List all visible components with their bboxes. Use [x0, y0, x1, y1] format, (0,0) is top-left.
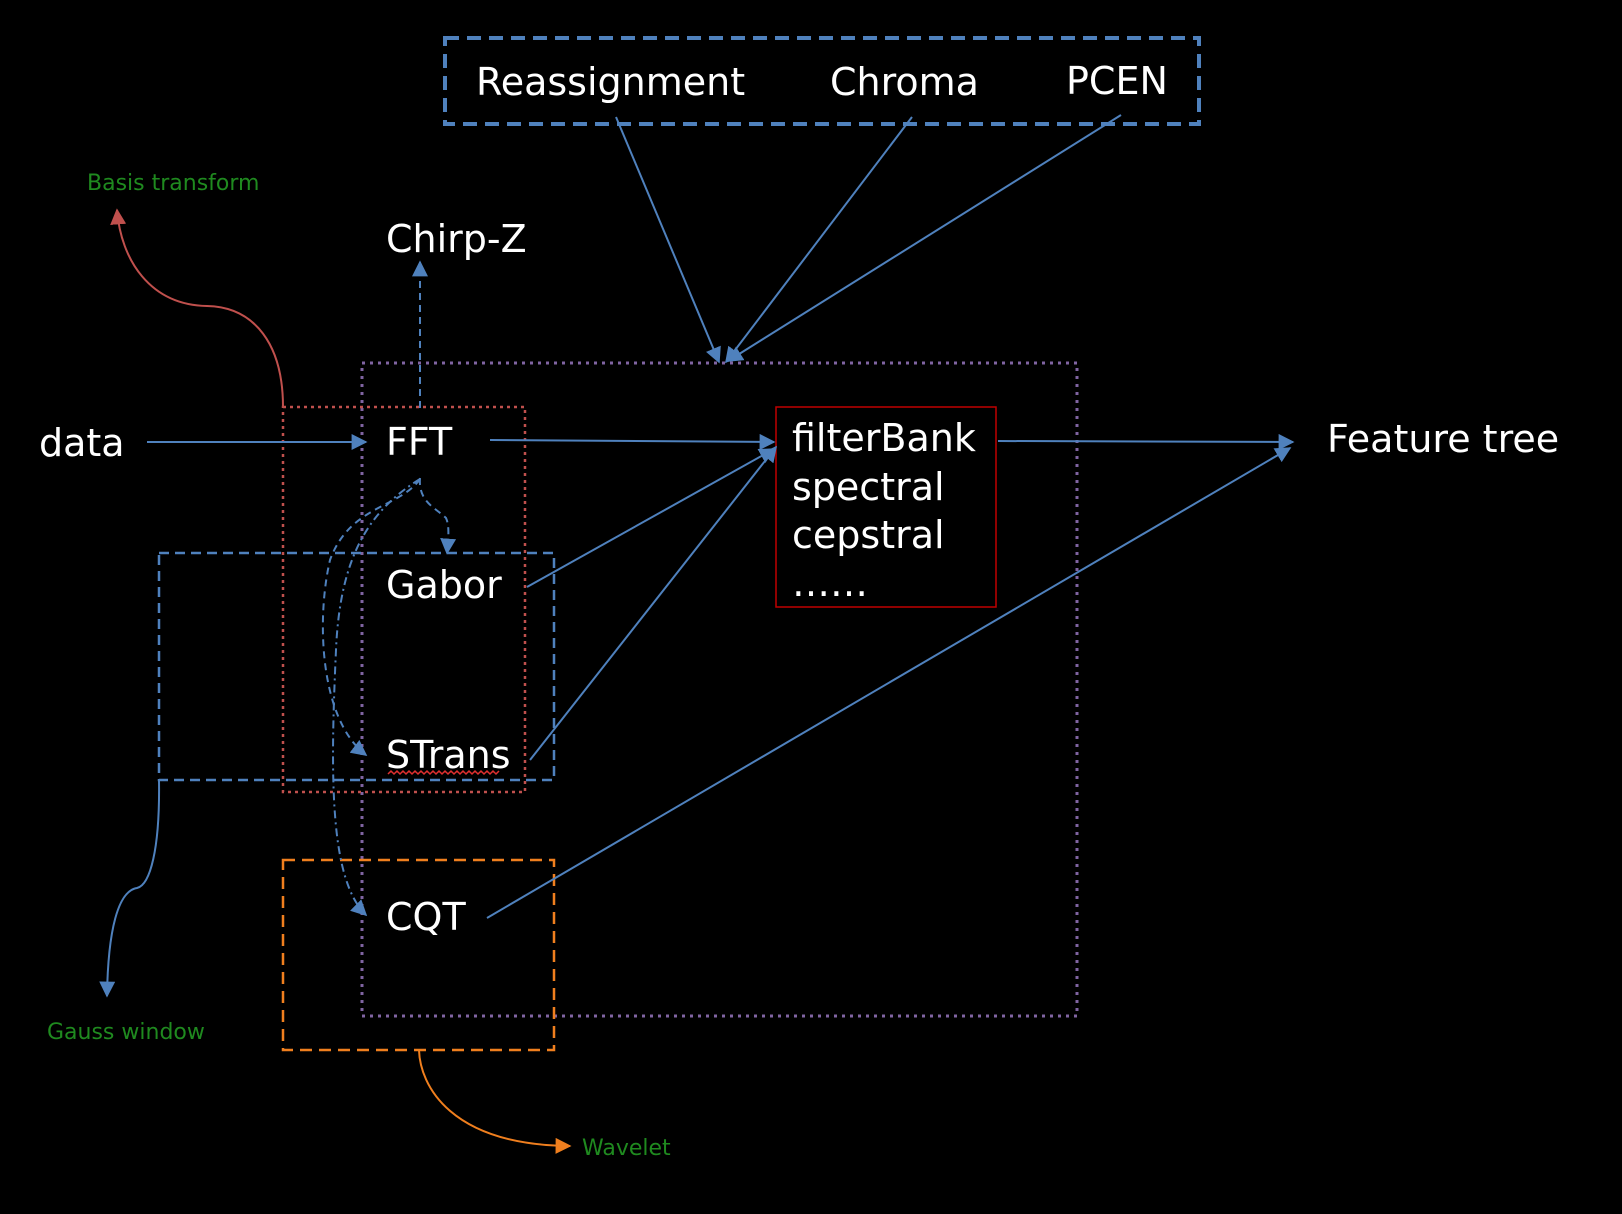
- arrow-wavelet: [418, 1049, 572, 1154]
- annotation-gauss-window: Gauss window: [47, 1020, 205, 1045]
- post-processing-pcen: PCEN: [1066, 59, 1168, 103]
- arrow-fft-to-features: [489, 433, 776, 450]
- arrow-strans-to-features: [529, 445, 777, 761]
- arrow-pcen-to-core: [726, 114, 1122, 362]
- basis-transform-group: [281, 405, 527, 794]
- node-chirp-z: Chirp-Z: [386, 217, 527, 261]
- arrow-cqt-to-tree: [486, 447, 1292, 919]
- arrow-gabor-to-features: [526, 448, 776, 588]
- arrow-fft-to-strans: [321, 478, 421, 756]
- annotation-basis-transform: Basis transform: [87, 171, 259, 196]
- arrow-features-to-tree: [997, 433, 1295, 450]
- arrow-gauss-window: [99, 779, 161, 998]
- node-gabor: Gabor: [386, 563, 502, 607]
- gauss-window-group: [157, 551, 556, 782]
- post-processing-reassignment: Reassignment: [476, 60, 745, 104]
- node-feature-tree: Feature tree: [1327, 417, 1559, 461]
- core-transform-group: [360, 361, 1079, 1018]
- arrow-reassignment-to-core: [615, 116, 721, 364]
- feature-line-ellipsis: ……: [792, 561, 868, 605]
- node-fft: FFT: [386, 420, 453, 464]
- arrow-fft-to-cqt: [332, 478, 421, 917]
- post-processing-group: [443, 36, 1201, 126]
- post-processing-chroma: Chroma: [830, 60, 979, 104]
- annotation-wavelet: Wavelet: [582, 1136, 671, 1161]
- arrow-basis-transform: [110, 208, 284, 408]
- features-box: [775, 406, 997, 608]
- feature-line-cepstral: cepstral: [792, 513, 945, 557]
- feature-line-spectral: spectral: [792, 465, 945, 509]
- node-data: data: [39, 421, 125, 465]
- node-cqt: CQT: [386, 895, 466, 939]
- arrow-chroma-to-core: [725, 116, 913, 364]
- node-strans: STrans: [386, 733, 511, 777]
- feature-line-filterbank: filterBank: [792, 416, 976, 460]
- wavelet-group: [281, 858, 556, 1052]
- arrow-fft-to-gabor: [418, 477, 457, 555]
- spell-check-underline: [387, 769, 500, 776]
